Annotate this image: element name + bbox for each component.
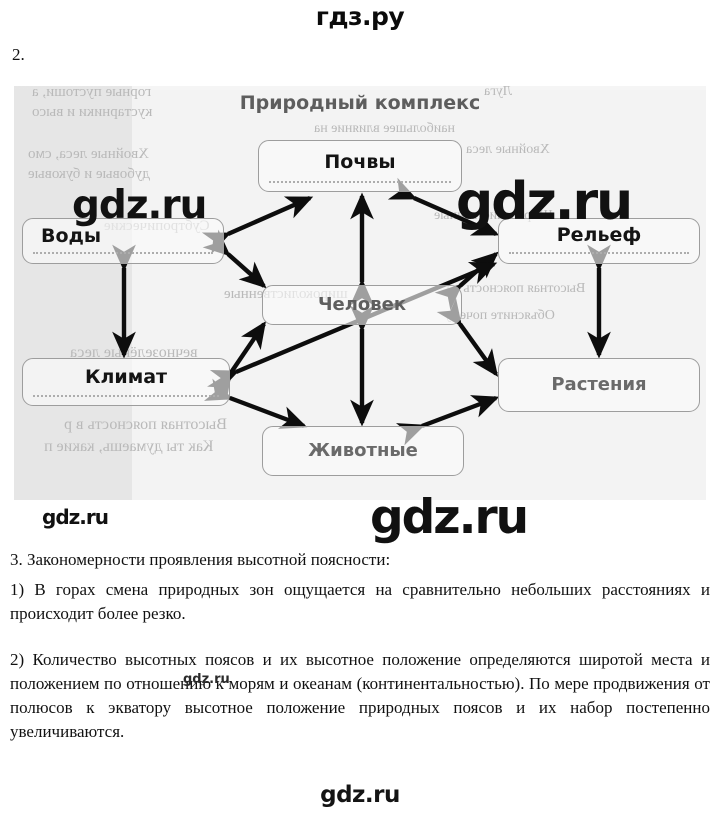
site-logo-top: гдз.ру — [315, 2, 405, 31]
diagram-node-chelovek[interactable]: Человек — [262, 285, 462, 325]
watermark-gdz: gdz.ru — [42, 505, 109, 529]
node-label: Воды — [41, 225, 102, 247]
diagram-arrow-layer — [112, 177, 611, 446]
diagram-node-klimat[interactable]: Климат — [22, 358, 230, 406]
node-label: Животные — [308, 440, 418, 461]
watermark-gdz: gdz.ru — [72, 183, 207, 228]
task-number: 2. — [12, 45, 25, 64]
answer-paragraph-2: 2) Количество высотных поясов и их высот… — [10, 650, 710, 741]
node-label: Почвы — [324, 151, 396, 173]
diagram-node-pochvy[interactable]: Почвы — [258, 140, 462, 192]
arrow-klimat-zhivotnye — [203, 378, 308, 429]
section-heading: 3. Закономерности проявления высотной по… — [10, 550, 391, 569]
diagram-node-rasteniya[interactable]: Растения — [498, 358, 700, 412]
node-label: Человек — [317, 294, 407, 315]
site-logo-bottom: gdz.ru — [320, 782, 400, 808]
node-writing-line — [269, 181, 451, 183]
diagram-title: Природный комплекс — [239, 92, 481, 114]
node-writing-line — [33, 395, 219, 397]
node-label: Рельеф — [556, 224, 642, 246]
diagram-node-zhivotnye[interactable]: Животные — [262, 426, 464, 476]
arrow-pochvy-relef — [387, 177, 500, 237]
scanned-diagram-region: горные пустоши, а кустарники и высо Хвой… — [14, 86, 706, 500]
watermark-gdz: gdz.ru — [183, 672, 230, 687]
answer-paragraph-1: 1) В горах смена природных зон ощущается… — [10, 580, 710, 623]
arrow-vody-pochvy — [201, 195, 314, 255]
node-writing-line — [33, 252, 213, 254]
arrow-chelovek-rasteniya — [436, 298, 499, 377]
arrow-vody-chelovek — [202, 229, 267, 289]
watermark-gdz: gdz.ru — [370, 490, 529, 545]
watermark-gdz: gdz.ru — [456, 172, 633, 232]
arrow-zhivotnye-rasteniya — [395, 395, 500, 446]
node-label: Климат — [84, 366, 168, 388]
node-label: Растения — [551, 374, 647, 395]
node-writing-line — [509, 252, 689, 254]
